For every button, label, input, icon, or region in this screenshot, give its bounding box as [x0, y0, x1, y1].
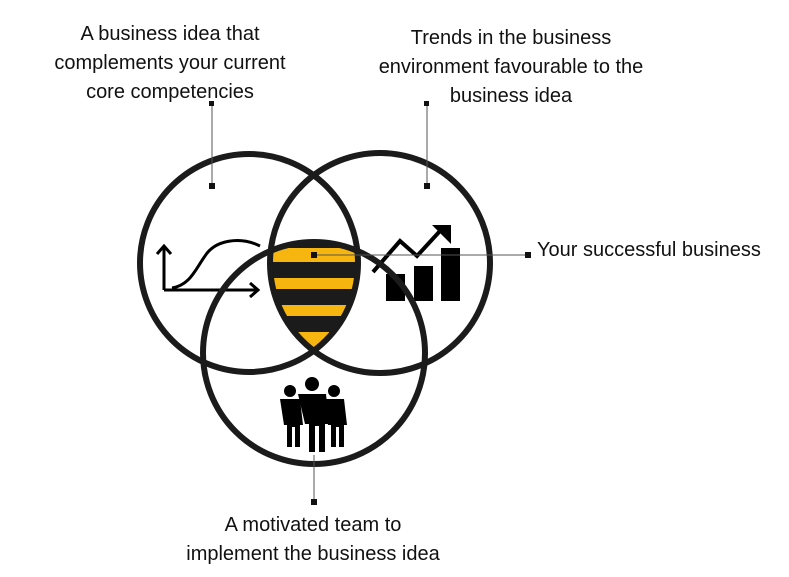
label-line: A motivated team to — [224, 514, 402, 536]
label-line: complements your current — [54, 52, 286, 74]
label-line: Trends in the business — [410, 27, 612, 49]
circle-competencies — [137, 151, 361, 375]
leader-markers — [209, 101, 531, 505]
label-motivated-team: A motivated team to implement the busine… — [163, 511, 463, 569]
label-line: implement the business idea — [186, 543, 440, 565]
label-line: core competencies — [86, 81, 254, 103]
bar-chart-trend-icon — [371, 225, 460, 301]
team-people-icon — [280, 377, 347, 452]
label-successful-business: Your successful business — [537, 239, 761, 261]
label-business-trends: Trends in the business environment favou… — [370, 24, 652, 111]
leader-lines — [211, 104, 528, 502]
circle-trends — [267, 150, 493, 376]
label-line: business idea — [449, 85, 573, 107]
label-line: environment favourable to the — [378, 56, 644, 78]
label-line: A business idea that — [80, 23, 260, 45]
label-core-competencies: A business idea that complements your cu… — [40, 20, 300, 107]
growth-curve-icon — [155, 239, 261, 299]
